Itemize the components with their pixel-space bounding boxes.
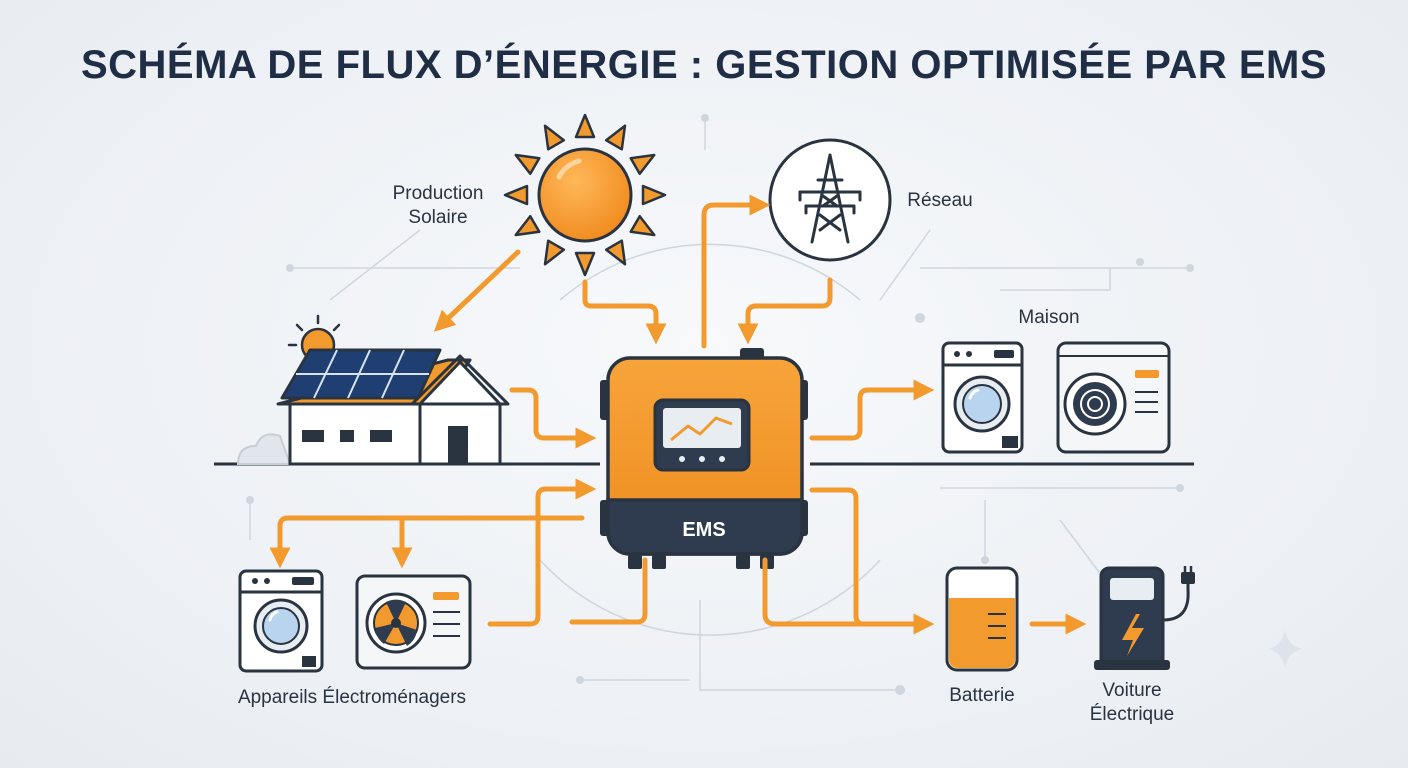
ev-label-line2: Électrique xyxy=(1090,704,1175,725)
flow-ems-to-maison xyxy=(809,379,935,441)
flow-sun-to-house xyxy=(433,249,521,332)
flow-sun-to-ems xyxy=(582,279,667,345)
ems-controller xyxy=(600,348,808,569)
page-title: SCHÉMA DE FLUX D’ÉNERGIE : GESTION OPTIM… xyxy=(81,42,1327,87)
circuit-background xyxy=(246,114,1194,695)
flow-ems-to-grid xyxy=(701,194,771,349)
flow-house-to-ems xyxy=(509,387,597,449)
washing-machine-icon xyxy=(238,569,324,673)
flow-ems-to-battery-lower xyxy=(762,557,865,627)
flow-to-ems-from-appliances xyxy=(487,478,597,627)
flow-ems-to-appliances xyxy=(280,515,648,625)
air-conditioner-icon xyxy=(355,574,472,670)
solar-label-line1: Production xyxy=(393,183,484,204)
heat-pump-icon-maison xyxy=(1056,341,1171,454)
appliances-label: Appareils Électroménagers xyxy=(238,687,466,708)
sun-icon xyxy=(503,113,667,277)
ev-charger-icon xyxy=(1094,566,1195,670)
solar-label-line2: Solaire xyxy=(408,207,467,228)
flow-ems-to-battery-upper xyxy=(809,487,935,635)
ems-label: EMS xyxy=(682,519,725,541)
sparkle-icon xyxy=(1268,630,1302,668)
battery-icon xyxy=(945,566,1019,672)
washing-machine-icon-maison xyxy=(941,341,1024,454)
house-label: Maison xyxy=(1018,307,1079,328)
ev-label-line1: Voiture xyxy=(1102,680,1161,701)
power-pylon-icon xyxy=(768,138,892,262)
grid-label: Réseau xyxy=(907,190,973,211)
energy-flows xyxy=(280,194,1087,635)
house-solar-icon xyxy=(236,314,510,466)
flow-grid-to-ems xyxy=(737,277,833,345)
battery-label: Batterie xyxy=(949,685,1014,706)
